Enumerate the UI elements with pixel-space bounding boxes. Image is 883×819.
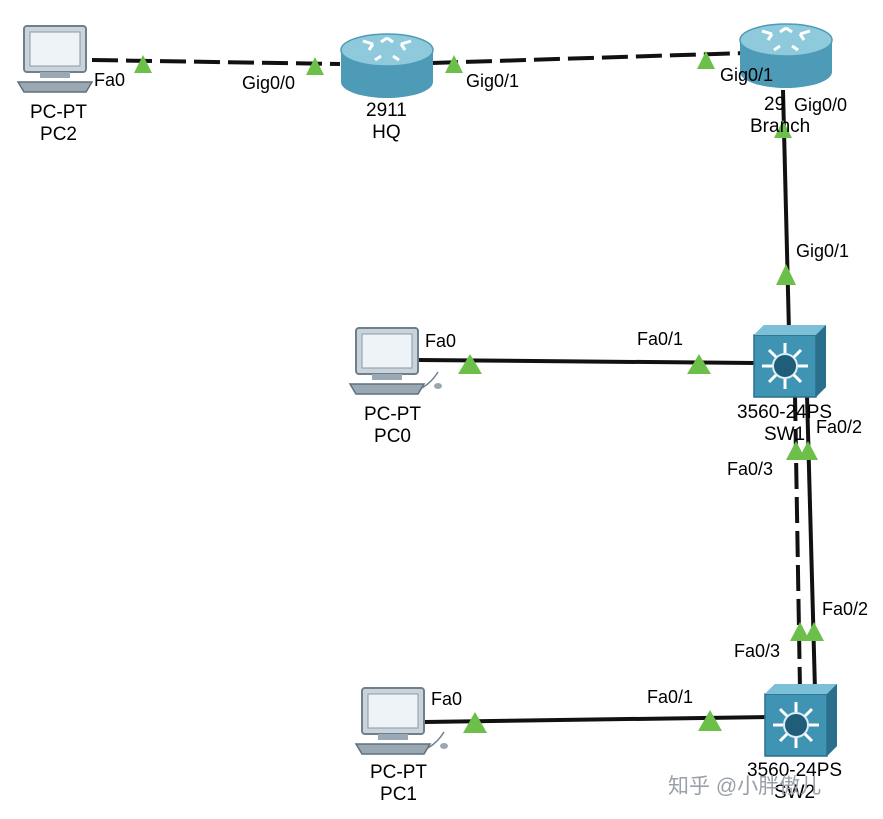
link-pc2-hq[interactable] (91, 58, 341, 66)
device-name: HQ (372, 121, 401, 143)
port-up-indicator (445, 55, 463, 73)
port-up-indicator (776, 264, 796, 285)
device-name: Branch (750, 115, 811, 137)
device-name: SW1 (763, 423, 806, 445)
device-label-pc2: PC-PT PC2 (30, 102, 87, 146)
port-up-indicator (790, 622, 810, 641)
device-label-branch: 29 Branch (750, 94, 820, 138)
port-label-hq-gig0-1: Gig0/1 (466, 71, 520, 91)
device-model: PC-PT (30, 102, 87, 123)
links (91, 51, 817, 724)
port-up-indicator (306, 57, 324, 75)
port-label-pc0-fa0: Fa0 (425, 331, 457, 351)
device-label-sw1: 3560-24PS SW1 (737, 402, 832, 446)
device-label-pc1: PC-PT PC1 (370, 762, 427, 806)
watermark: 知乎 @小胖傲儿 (668, 775, 822, 798)
port-up-indicator (804, 622, 824, 641)
device-model: PC-PT (370, 762, 427, 783)
port-label-pc1-fa0: Fa0 (431, 689, 463, 709)
device-model: PC-PT (364, 404, 421, 425)
port-label-sw2-fa0-1: Fa0/1 (647, 687, 694, 707)
port-up-indicator (697, 51, 715, 69)
device-model: 29 (764, 94, 786, 115)
device-name: PC1 (380, 783, 417, 805)
port-label-sw1-fa0-1: Fa0/1 (637, 329, 684, 349)
device-name: SW2 (773, 781, 816, 803)
port-label-hq-gig0-0: Gig0/0 (242, 73, 296, 93)
device-model: 2911 (366, 100, 407, 121)
router-icon[interactable] (340, 33, 434, 98)
device-label-pc0: PC-PT PC0 (364, 404, 421, 448)
port-label-sw2-fa0-3: Fa0/3 (734, 641, 781, 661)
port-up-indicator (798, 441, 818, 460)
pc-icon[interactable] (354, 687, 448, 755)
device-name: PC0 (374, 425, 411, 447)
port-label-pc2-fa0: Fa0 (94, 70, 126, 90)
port-label-branch-gig0-0: Gig0/0 (794, 95, 848, 115)
multilayer-switch-icon[interactable] (764, 684, 837, 757)
port-label-sw1-fa0-3: Fa0/3 (727, 459, 774, 479)
pc-icon[interactable] (16, 25, 94, 93)
port-label-branch-gig0-1: Gig0/1 (720, 65, 774, 85)
port-label-sw1-fa0-2: Fa0/2 (816, 417, 863, 437)
port-up-indicator (134, 55, 152, 73)
device-label-sw2: 3560-24PS SW2 (747, 760, 842, 804)
router-icon[interactable] (739, 23, 833, 88)
multilayer-switch-icon[interactable] (753, 325, 826, 398)
pc-icon[interactable] (348, 327, 442, 395)
device-label-hq: 2911 HQ (366, 100, 407, 144)
port-label-sw2-fa0-2: Fa0/2 (822, 599, 869, 619)
port-up-indicator (463, 712, 487, 733)
port-up-indicator (458, 354, 482, 374)
link-hq-branch[interactable] (431, 51, 746, 65)
port-up-indicator (687, 354, 711, 374)
port-label-sw1-gig0-1: Gig0/1 (796, 241, 850, 261)
port-up-indicator (774, 120, 792, 138)
device-name: PC2 (40, 123, 77, 145)
port-status-indicators (134, 51, 824, 733)
device-model: 3560-24PS (737, 402, 833, 423)
device-model: 3560-24PS (747, 760, 843, 781)
port-up-indicator (698, 710, 722, 731)
